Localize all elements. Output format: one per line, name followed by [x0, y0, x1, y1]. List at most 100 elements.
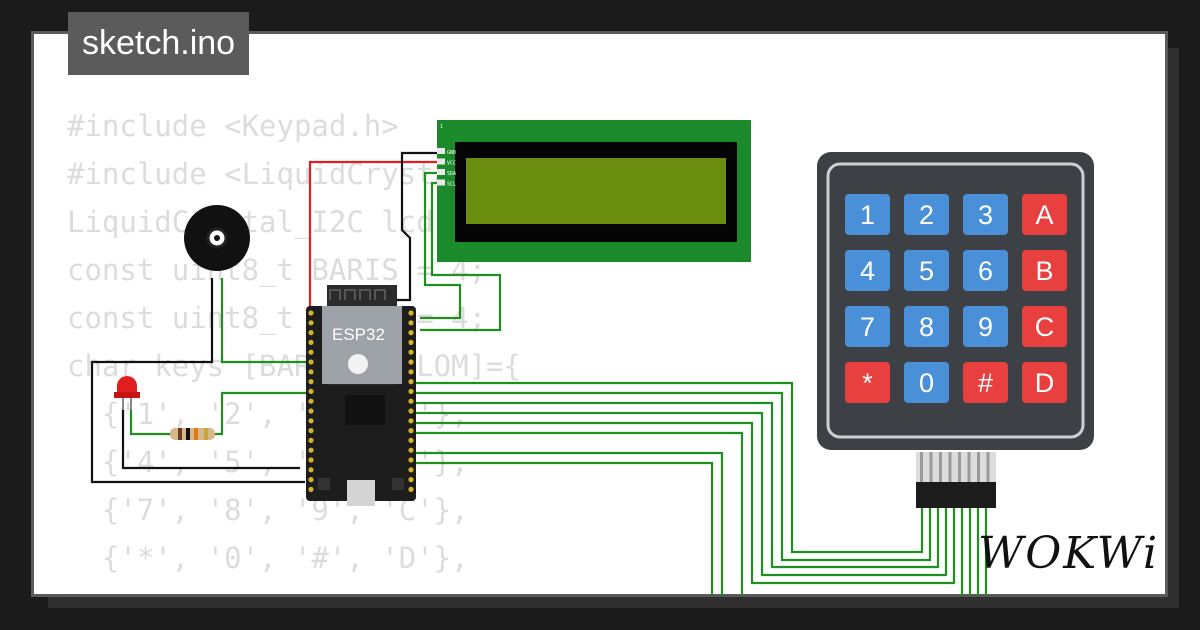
code-line: {'*', '0', '#', 'D'}, — [101, 541, 469, 575]
keypad-key-label: # — [978, 368, 993, 398]
esp32-pin-left — [308, 349, 314, 355]
keypad-key-label: C — [1035, 312, 1055, 342]
keypad-key[interactable] — [963, 250, 1008, 291]
keypad-key-label: D — [1035, 368, 1055, 398]
esp32-pin-right — [408, 320, 414, 326]
lcd-pin — [437, 179, 445, 186]
esp32-pin-left — [308, 339, 314, 345]
keypad-key[interactable] — [904, 306, 949, 347]
esp32-pin-right — [408, 477, 414, 483]
wires — [90, 151, 988, 595]
esp32-pins — [308, 310, 414, 492]
wire-scl — [420, 181, 502, 332]
keypad-key-label: 7 — [860, 312, 875, 342]
esp32-pin-left — [308, 359, 314, 365]
keypad-key[interactable] — [963, 306, 1008, 347]
connector-pin — [958, 452, 961, 482]
keypad-key[interactable] — [1022, 306, 1067, 347]
red-led[interactable] — [114, 376, 140, 410]
buzzer[interactable] — [184, 205, 250, 271]
wire-led-gnd — [121, 408, 300, 470]
wire-keypad-6 — [412, 431, 744, 595]
wire-resistor-esp — [215, 391, 312, 436]
wire-buzzer-signal — [220, 278, 310, 364]
keypad-key-label: A — [1035, 200, 1053, 230]
connector-pin — [986, 452, 990, 482]
keypad-key[interactable] — [845, 250, 890, 291]
esp32-pin-left — [308, 477, 314, 483]
esp32-pin-right — [408, 359, 414, 365]
lcd-pin — [437, 158, 445, 165]
esp32-pin-right — [408, 418, 414, 424]
wire-keypad-5 — [412, 421, 956, 585]
esp32-board[interactable]: ESP32 — [306, 285, 416, 506]
esp32-pin-right — [408, 379, 414, 385]
code-line: #include <Keypad.h> — [67, 109, 399, 143]
esp32-pin-right — [408, 330, 414, 336]
esp32-pin-left — [308, 467, 314, 473]
esp32-pin-right — [408, 408, 414, 414]
wire-led-resistor — [129, 408, 170, 436]
keypad-key[interactable] — [845, 306, 890, 347]
esp32-pin-right — [408, 486, 414, 492]
lcd-pin — [437, 148, 445, 154]
keypad-key[interactable] — [904, 250, 949, 291]
code-line: const uint8_t BARIS = 4; — [67, 253, 487, 287]
connector-pin — [967, 452, 971, 482]
lcd-pin-label: SCL — [447, 182, 456, 188]
esp32-pin-left — [308, 379, 314, 385]
esp32-pin-right — [408, 339, 414, 345]
esp32-pin-right — [408, 457, 414, 463]
file-tab[interactable]: sketch.ino — [68, 12, 250, 75]
keypad-connector — [916, 452, 996, 508]
keypad-key-label: 1 — [860, 200, 875, 230]
lcd-pin — [437, 169, 445, 175]
keypad-key[interactable] — [904, 194, 949, 235]
esp32-pin-left — [308, 398, 314, 404]
wokwi-logo: WOKWi — [978, 528, 1160, 579]
keypad-key[interactable] — [845, 194, 890, 235]
esp32-pin-right — [408, 398, 414, 404]
connector-pin — [939, 452, 942, 482]
esp32-pin-left — [308, 369, 314, 375]
esp32-pin-left — [308, 310, 314, 316]
esp32-label: ESP32 — [332, 325, 385, 344]
esp32-pin-left — [308, 408, 314, 414]
keypad-key-label: 2 — [919, 200, 934, 230]
esp32-pin-right — [408, 388, 414, 394]
wire-keypad-3 — [412, 401, 940, 569]
wire-keypad-8 — [412, 461, 714, 595]
keypad-key[interactable] — [1022, 194, 1067, 235]
connector-pin — [929, 452, 933, 482]
keypad-key-label: B — [1035, 256, 1053, 286]
connector-pin — [920, 452, 923, 482]
lcd-pin-label: GND — [447, 150, 456, 156]
keypad-key[interactable] — [1022, 250, 1067, 291]
connector-pin — [977, 452, 980, 482]
connector-pin — [948, 452, 952, 482]
lcd-pin-label: SDA — [447, 171, 456, 177]
lcd-pin-label: VCC — [447, 161, 456, 167]
wire-vcc — [308, 160, 441, 310]
keypad-key-label: 4 — [860, 256, 875, 286]
esp32-pin-left — [308, 486, 314, 492]
esp32-pin-left — [308, 388, 314, 394]
keypad-key[interactable] — [963, 362, 1008, 403]
code-line: }; — [67, 589, 102, 594]
wire-keypad-2 — [412, 391, 932, 562]
esp32-pin-left — [308, 320, 314, 326]
keypad-key[interactable] — [904, 362, 949, 403]
wire-sda — [420, 171, 462, 320]
keypad-key[interactable] — [1022, 362, 1067, 403]
esp32-pin-right — [408, 349, 414, 355]
keypad-key-label: 5 — [919, 256, 934, 286]
keypad-key[interactable] — [845, 362, 890, 403]
resistor[interactable] — [170, 428, 215, 440]
keypad-key-label: 3 — [978, 200, 993, 230]
keypad-key[interactable] — [963, 194, 1008, 235]
esp32-pin-left — [308, 437, 314, 443]
